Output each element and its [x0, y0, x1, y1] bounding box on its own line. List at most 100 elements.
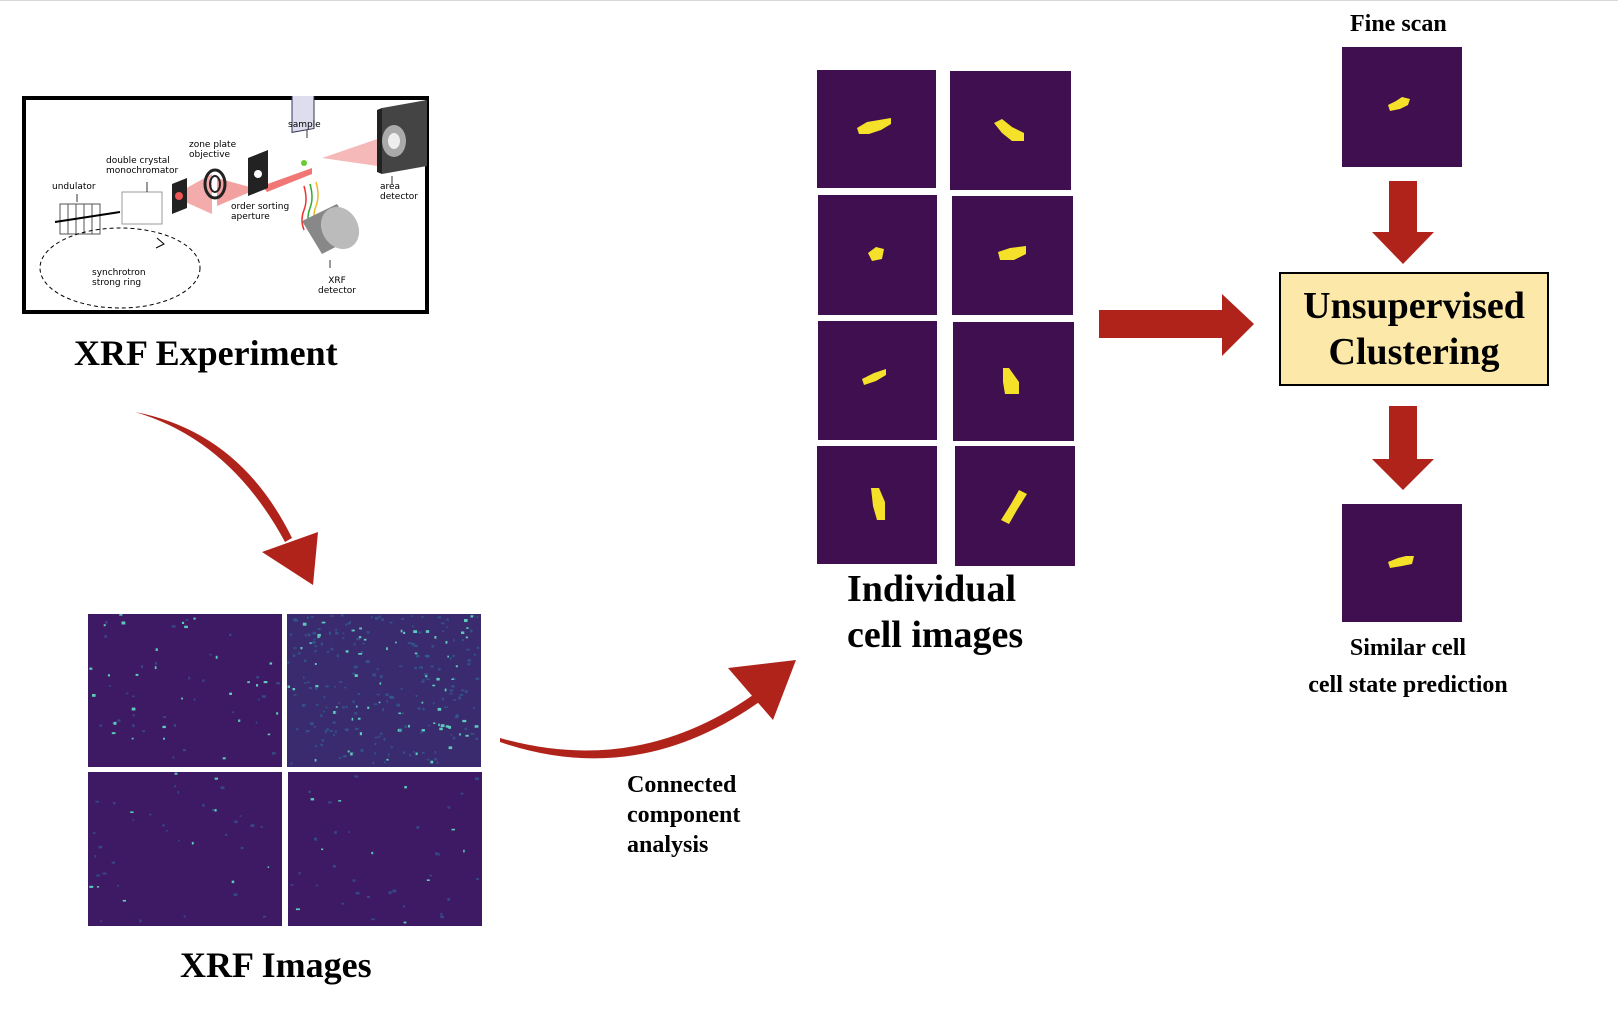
cell-blob-2	[994, 119, 1024, 141]
xrf-speckle	[303, 676, 305, 679]
xrf-speckle	[131, 707, 136, 711]
xrf-speckle	[261, 695, 266, 698]
xrf-speckle	[310, 616, 315, 618]
xrf-speckle	[415, 752, 418, 756]
xrf-speckle	[462, 719, 467, 723]
xrf-speckle	[380, 732, 383, 735]
xrf-speckle	[326, 728, 330, 731]
xrf-speckle	[339, 680, 343, 683]
xrf-speckle	[335, 706, 338, 708]
xrf-speckle	[459, 694, 464, 696]
xrf-speckle	[426, 678, 430, 681]
xrf-speckle	[429, 874, 432, 877]
xrf-speckle	[446, 618, 449, 621]
xrf-speckle	[107, 674, 110, 677]
xrf-speckle	[345, 623, 348, 626]
xrf-speckle	[174, 772, 178, 775]
xrf-speckle	[434, 636, 437, 639]
xrf-speckle	[392, 889, 397, 893]
xrf-speckle	[215, 655, 218, 659]
xrf-speckle	[122, 899, 126, 902]
xrf-speckle	[441, 622, 445, 625]
xrf-speckle	[113, 802, 116, 805]
cell-image-6	[953, 322, 1074, 441]
xrf-speckle	[473, 614, 475, 618]
label-xrf-detector-line1: XRF	[328, 276, 346, 286]
xrf-speckle	[289, 633, 293, 636]
xrf-speckle	[312, 631, 317, 635]
xrf-speckle	[95, 800, 99, 803]
xrf-speckle	[188, 676, 191, 680]
xrf-speckle	[422, 707, 425, 711]
xrf-speckle	[292, 688, 296, 691]
xrf-speckle	[313, 638, 316, 641]
xrf-image-3	[88, 772, 282, 926]
xrf-speckle	[229, 633, 232, 637]
xrf-detector-icon	[301, 181, 360, 254]
xrf-speckle	[399, 728, 403, 731]
xrf-speckle	[177, 791, 180, 794]
xrf-speckle	[294, 619, 299, 622]
xrf-speckle	[119, 614, 123, 616]
xrf-speckle	[378, 735, 381, 738]
xrf-speckle	[181, 697, 183, 700]
xrf-speckle	[442, 630, 445, 633]
xrf-speckle	[178, 839, 180, 842]
xrf-speckle	[447, 655, 449, 658]
xrf-speckle	[142, 730, 146, 732]
xrf-speckle	[379, 682, 382, 685]
xrf-speckle	[314, 837, 318, 841]
xrf-speckle	[317, 636, 320, 639]
xrf-speckle	[314, 663, 317, 665]
xrf-speckle	[362, 642, 365, 645]
xrf-speckle	[476, 616, 479, 618]
xrf-speckle	[474, 725, 479, 728]
xrf-speckle	[338, 702, 340, 704]
monochromator-icon	[121, 191, 163, 225]
xrf-speckle	[363, 638, 367, 641]
cell-blob-5	[862, 369, 886, 385]
xrf-speckle	[267, 733, 271, 736]
xrf-speckle	[441, 697, 444, 701]
xrf-speckle	[359, 732, 362, 736]
xrf-speckle	[309, 642, 312, 644]
xrf-speckle	[476, 646, 480, 649]
xrf-speckle	[263, 915, 267, 918]
xrf-speckle	[305, 730, 310, 733]
connected-component-line2: component	[627, 802, 741, 828]
xrf-speckle	[414, 666, 417, 670]
xrf-speckle	[260, 826, 263, 828]
xrf-speckle	[139, 919, 142, 923]
xrf-speckle	[454, 678, 456, 680]
xrf-speckle	[475, 737, 478, 740]
xrf-speckle	[447, 806, 451, 809]
xrf-speckle	[250, 824, 255, 827]
xrf-speckle	[396, 703, 400, 707]
xrf-speckle	[290, 762, 293, 765]
xrf-speckle	[132, 714, 135, 717]
cell-image-5	[818, 321, 937, 440]
xrf-speckle	[436, 677, 440, 681]
xrf-speckle	[315, 704, 319, 706]
xrf-speckle	[411, 642, 415, 646]
xrf-experiment-schematic: sample zone plate objective double cryst…	[22, 96, 429, 314]
xrf-speckle	[355, 891, 360, 895]
xrf-speckle	[231, 880, 235, 884]
label-undulator: undulator	[52, 182, 96, 192]
xrf-speckle	[417, 707, 421, 710]
xrf-speckle	[426, 879, 430, 881]
xrf-speckle	[334, 730, 337, 733]
xrf-speckle	[358, 636, 362, 639]
xrf-speckle	[458, 696, 461, 700]
xrf-speckle	[317, 628, 321, 631]
xrf-speckle	[356, 638, 361, 641]
xrf-speckle	[358, 653, 362, 655]
xrf-speckle	[344, 686, 347, 689]
xrf-speckle	[433, 722, 436, 724]
xrf-speckle	[432, 702, 435, 705]
xrf-speckle	[121, 621, 126, 625]
xrf-speckle	[415, 695, 418, 697]
similar-cell-line2: cell state prediction	[1308, 672, 1508, 698]
xrf-speckle	[403, 751, 405, 754]
xrf-speckle	[292, 654, 296, 657]
